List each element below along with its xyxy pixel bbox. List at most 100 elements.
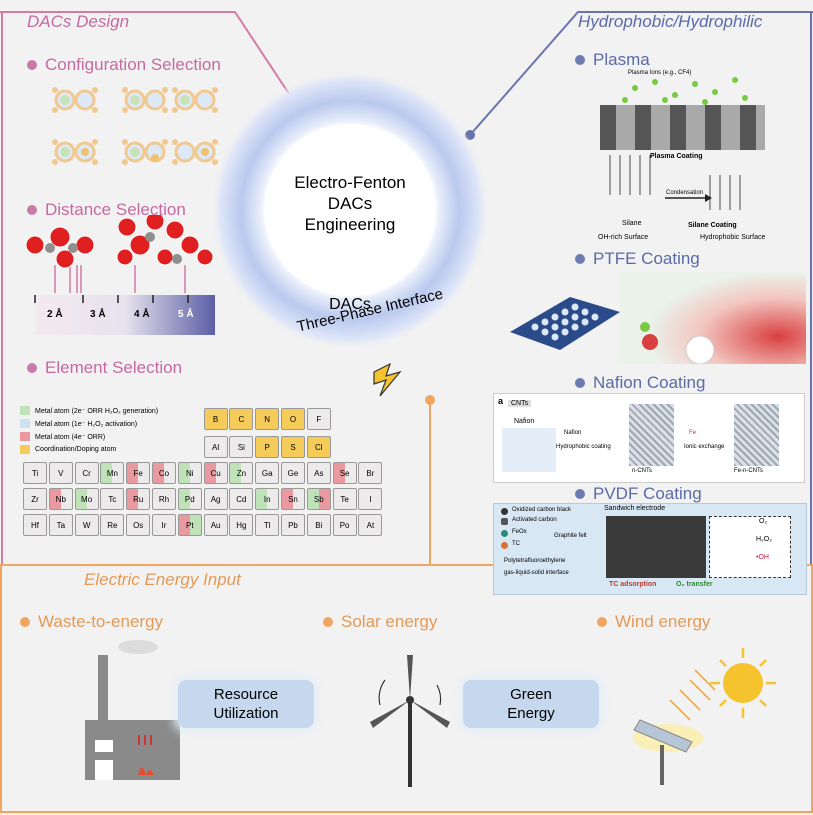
plasma-coating-label: Plasma Coating — [650, 153, 703, 160]
bullet-icon — [27, 205, 37, 215]
energy-input-title: Electric Energy Input — [84, 570, 241, 589]
ptfe-illustration — [510, 272, 806, 364]
element-cell: Sn — [281, 488, 305, 510]
element-cell: Pb — [281, 514, 305, 536]
lightning-icon — [373, 362, 402, 397]
element-cell: Rh — [152, 488, 176, 510]
element-cell: Co — [152, 462, 176, 484]
tc-adsorption-label: TC adsorption — [609, 581, 657, 588]
legend-swatch — [20, 432, 30, 441]
element-cell: Po — [332, 514, 357, 536]
solar-energy-label: Solar energy — [341, 612, 438, 631]
step1b-label: Hydrophobic coating — [556, 444, 611, 450]
element-cell: Ni — [177, 462, 202, 484]
legend-swatch — [20, 406, 30, 415]
legend-label: Metal atom (4e⁻ ORR) — [35, 433, 106, 441]
configuration-selection-label: Configuration Selection — [45, 55, 221, 74]
element-cell: Tl — [255, 514, 280, 536]
element-cell: C — [229, 408, 254, 430]
element-legend: Metal atom (2e⁻ ORR H₂O₂ generation) Met… — [20, 406, 158, 458]
element-cell: Al — [203, 436, 228, 458]
element-cell: Pt — [177, 514, 202, 536]
sandwich-title: Sandwich electrode — [604, 505, 666, 512]
element-cell: Cu — [203, 462, 228, 484]
element-cell: Cr — [74, 462, 99, 484]
element-cell: Re — [100, 514, 125, 536]
element-cell: Ru — [126, 488, 151, 510]
element-cell: Os — [126, 514, 151, 536]
element-cell: Ti — [23, 462, 47, 484]
distance-2a: 2 Å — [47, 309, 63, 320]
legend-swatch — [20, 419, 30, 428]
resource-line1: Resource — [213, 686, 279, 703]
center-title-3: Engineering — [304, 215, 396, 234]
plasma-illustration — [600, 77, 765, 210]
element-cell: V — [48, 462, 73, 484]
distance-illustration — [25, 215, 215, 335]
o2-transfer-label: O₂ transfer — [676, 581, 713, 588]
element-cell: Pd — [177, 488, 202, 510]
bullet-icon — [20, 617, 30, 627]
legend-feox: FeOx — [512, 529, 527, 535]
bullet-icon — [575, 254, 585, 264]
resource-line2: Utilization — [213, 705, 279, 722]
nafion-chem-label: Nafion — [514, 418, 535, 425]
distance-4a: 4 Å — [134, 309, 150, 320]
element-cell: Hg — [229, 514, 254, 536]
cnts-label: CNTs — [508, 400, 532, 407]
legend-ptfe: Polytetrafluoroethylene — [504, 558, 566, 564]
silane-label: Silane — [622, 220, 642, 227]
element-cell: N — [255, 408, 280, 430]
condensation-label: Condensation — [666, 190, 704, 196]
element-cell: Hf — [23, 514, 47, 536]
element-cell: Tc — [100, 488, 125, 510]
element-cell: O — [281, 408, 305, 430]
element-cell: Cd — [229, 488, 254, 510]
configuration-illustration — [52, 87, 218, 165]
nafion-panel: a CNTs Nafion Nafion Hydrophobic coating… — [493, 393, 805, 483]
legend-label: Metal atom (1e⁻ H₂O₂ activation) — [35, 420, 138, 428]
element-cell: S — [281, 436, 305, 458]
element-cell: As — [306, 462, 331, 484]
factory-icon — [85, 640, 180, 780]
central-ring — [210, 70, 490, 350]
pvdf-panel: Sandwich electrode Oxidized carbon black… — [493, 503, 807, 595]
bullet-icon — [27, 363, 37, 373]
ncnts-graphic — [629, 404, 674, 466]
element-cell: B — [203, 408, 228, 430]
element-cell: Ge — [281, 462, 305, 484]
element-cell: Mo — [74, 488, 99, 510]
distance-5a: 5 Å — [178, 309, 194, 320]
element-cell: F — [306, 408, 331, 430]
oh-label: •OH — [756, 554, 769, 561]
feox-icon — [501, 530, 508, 537]
bullet-icon — [575, 489, 585, 499]
element-cell: Ir — [152, 514, 176, 536]
element-cell: Sb — [306, 488, 331, 510]
element-cell: Fe — [126, 462, 151, 484]
oxidized-carbon-icon — [501, 508, 508, 515]
element-cell: Cl — [306, 436, 331, 458]
pvdf-label: PVDF Coating — [593, 484, 702, 503]
element-cell: Te — [332, 488, 357, 510]
fencnts-label: Fe-n-CNTs — [734, 468, 764, 474]
nafion-beaker — [502, 428, 556, 472]
element-cell: Si — [229, 436, 254, 458]
tc-icon — [501, 542, 508, 549]
panel-letter: a — [498, 396, 504, 406]
element-cell: Se — [332, 462, 357, 484]
element-cell: W — [74, 514, 99, 536]
ncnts-label: n-CNTs — [632, 468, 653, 474]
oh-surface-label: OH-rich Surface — [598, 234, 649, 241]
o2-label: O₂ — [759, 518, 768, 525]
plasma-label: Plasma — [593, 50, 650, 69]
bullet-icon — [597, 617, 607, 627]
h2o2-label: H₂O₂ — [756, 536, 772, 543]
step2b-label: Ionic exchange — [684, 444, 725, 450]
element-cell: Mn — [100, 462, 125, 484]
legend-label: Metal atom (2e⁻ ORR H₂O₂ generation) — [35, 407, 159, 415]
element-cell: Zr — [23, 488, 47, 510]
element-cell: Zn — [229, 462, 254, 484]
